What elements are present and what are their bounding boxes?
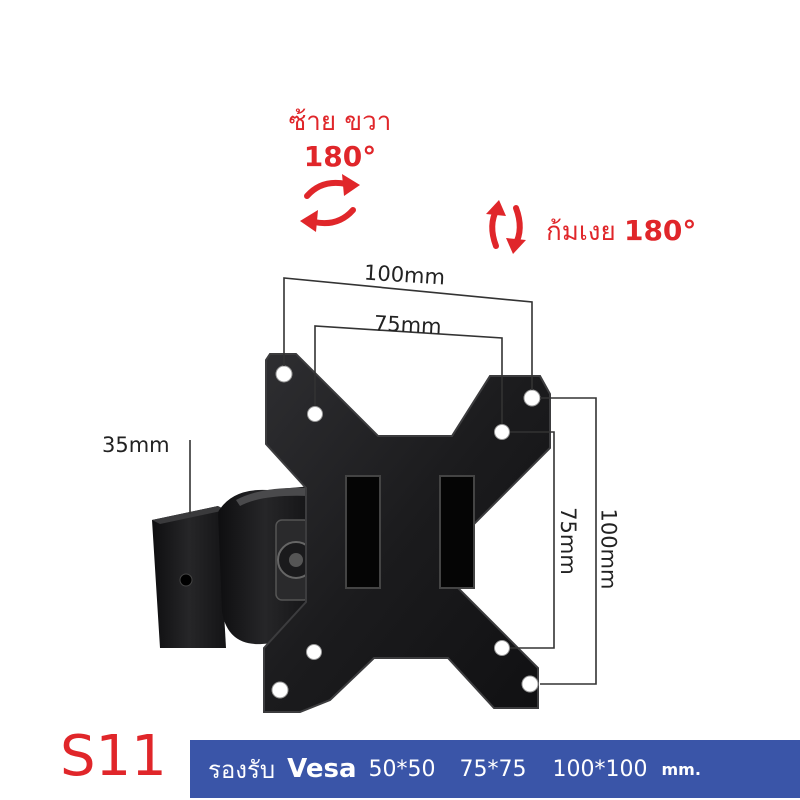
model-code: S11: [60, 724, 167, 789]
hole-inner-tl: [307, 406, 323, 422]
dim-label-right-inner: 75mm: [555, 507, 580, 575]
tilt-degrees: 180°: [623, 214, 697, 247]
swivel-degrees: 180°: [303, 140, 377, 173]
dimension-lines: [189, 277, 597, 685]
hole-outer-bl: [271, 681, 289, 699]
dim-line-top-outer: [283, 277, 533, 390]
hole-outer-br: [521, 675, 539, 693]
swivel-hinge: [218, 486, 315, 645]
vesa-plate: [263, 353, 551, 713]
tilt-label: ก้มเงย: [546, 217, 616, 247]
banner-size-100: 100*100: [552, 756, 648, 782]
banner-size-75: 75*75: [459, 756, 527, 782]
banner-lead: รองรับ: [208, 755, 276, 784]
dim-line-right-outer: [540, 397, 597, 685]
swivel-label: ซ้าย ขวา: [288, 107, 392, 137]
dim-label-right-outer: 100mm: [596, 508, 621, 590]
swivel-arrows-icon: [300, 174, 360, 232]
dim-label-top-inner: 75mm: [373, 311, 443, 339]
tilt-arrows-icon: [486, 200, 526, 254]
hole-inner-tr: [494, 424, 510, 440]
dim-label-depth: 35mm: [102, 433, 170, 457]
dim-line-right-inner: [510, 431, 555, 649]
dim-line-top-inner: [314, 325, 503, 424]
hole-inner-bl: [306, 644, 322, 660]
banner-standard: Vesa: [287, 754, 357, 784]
tilt-label-group: ก้มเงย 180°: [546, 214, 696, 249]
plate-slot-left: [345, 475, 381, 589]
banner-size-50: 50*50: [368, 756, 436, 782]
plate-slot-right: [439, 475, 475, 589]
banner-unit: mm.: [661, 759, 701, 779]
vesa-support-banner: รองรับ Vesa 50*50 75*75 100*100 mm.: [190, 740, 800, 798]
hole-outer-tl: [275, 365, 293, 383]
arm-clamp: [152, 506, 226, 648]
hole-inner-br: [494, 640, 510, 656]
hole-outer-tr: [523, 389, 541, 407]
dim-label-top-outer: 100mm: [363, 260, 446, 290]
